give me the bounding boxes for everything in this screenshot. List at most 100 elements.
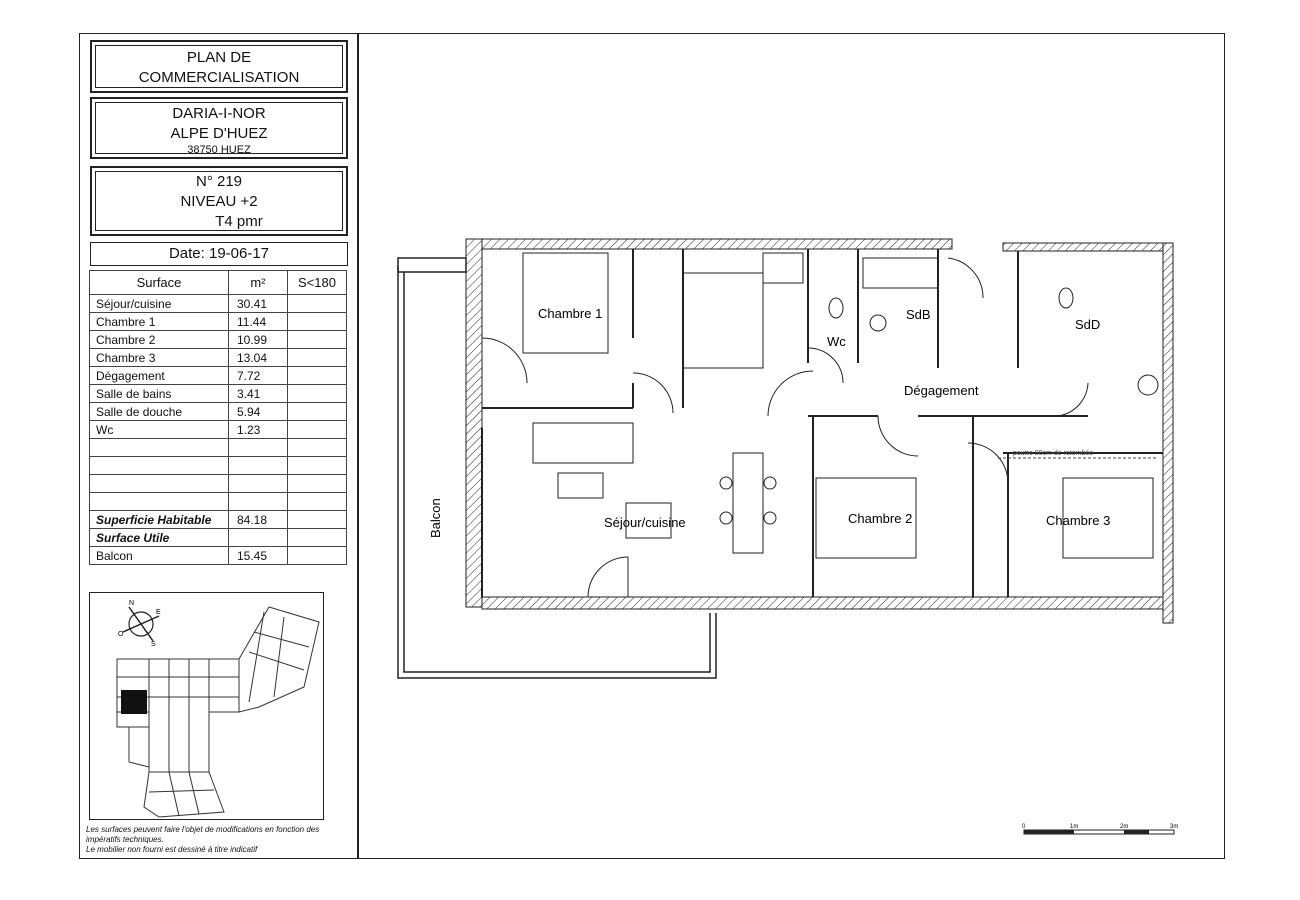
scale-t1: 1m bbox=[1070, 824, 1078, 830]
sofa bbox=[532, 422, 634, 464]
room-balcon: Balcon bbox=[428, 498, 443, 538]
wc-toilet bbox=[828, 297, 844, 319]
row-name: Chambre 1 bbox=[89, 312, 229, 331]
habitable-value: 84.18 bbox=[228, 510, 288, 529]
table-row-utile: Surface Utile bbox=[89, 528, 347, 547]
project-box: DARIA-I-NOR ALPE D'HUEZ 38750 HUEZ bbox=[90, 97, 348, 159]
table-row-empty bbox=[89, 438, 347, 457]
room-sdd: SdD bbox=[1075, 317, 1100, 332]
unit-type: T4 pmr bbox=[215, 213, 263, 230]
beam-note: poutre 90cm de retombée bbox=[1013, 450, 1093, 457]
dining-table bbox=[732, 452, 764, 554]
compass-o: O bbox=[118, 631, 124, 638]
floor-plan: poutre 90cm de retombée Chambre 1 Wc SdB… bbox=[397, 238, 1178, 835]
table-row-empty bbox=[89, 492, 347, 511]
footnote-line-1: Les surfaces peuvent faire l'objet de mo… bbox=[86, 825, 320, 834]
kitchen-counter bbox=[682, 272, 764, 369]
info-panel bbox=[79, 33, 358, 859]
footnote: Les surfaces peuvent faire l'objet de mo… bbox=[86, 825, 346, 855]
table-row-empty bbox=[89, 474, 347, 493]
building-outline bbox=[116, 606, 320, 818]
row-value: 7.72 bbox=[228, 366, 288, 385]
table-row-empty bbox=[89, 456, 347, 475]
header-unit: m² bbox=[228, 270, 288, 295]
compass-s: S bbox=[151, 641, 156, 648]
balcon-label: Balcon bbox=[89, 546, 229, 565]
header-surface: Surface bbox=[89, 270, 229, 295]
room-sejour: Séjour/cuisine bbox=[604, 515, 686, 530]
compass-icon: N E S O bbox=[118, 600, 161, 648]
scale-t3: 3m bbox=[1170, 824, 1178, 830]
title-line-1: PLAN DE bbox=[186, 49, 252, 66]
furniture bbox=[522, 252, 1159, 559]
bed-chambre-2 bbox=[815, 477, 917, 559]
row-name: Dégagement bbox=[89, 366, 229, 385]
row-value: 10.99 bbox=[228, 330, 288, 349]
row-name: Chambre 3 bbox=[89, 348, 229, 367]
scale-t2: 2m bbox=[1120, 824, 1128, 830]
room-chambre-1: Chambre 1 bbox=[538, 306, 602, 321]
date-label: Date: 19-06-17 bbox=[168, 245, 270, 262]
scale-bar: 0 1m 2m 3m bbox=[1022, 824, 1178, 835]
unit-level: NIVEAU +2 bbox=[180, 193, 258, 210]
row-empty bbox=[287, 366, 347, 385]
project-postal: 38750 HUEZ bbox=[187, 144, 251, 156]
unit-box: N° 219 NIVEAU +2 T4 pmr bbox=[90, 166, 348, 236]
row-empty bbox=[287, 348, 347, 367]
balcon-value: 15.45 bbox=[228, 546, 288, 565]
row-empty bbox=[287, 384, 347, 403]
row-name: Séjour/cuisine bbox=[89, 294, 229, 313]
footnote-line-2: impératifs techniques. bbox=[86, 835, 164, 844]
bathtub bbox=[862, 257, 939, 289]
row-value: 1.23 bbox=[228, 420, 288, 439]
row-empty bbox=[287, 420, 347, 439]
doors bbox=[481, 257, 1089, 598]
unit-highlight bbox=[121, 690, 147, 714]
unit-number: N° 219 bbox=[195, 173, 243, 190]
row-value: 11.44 bbox=[228, 312, 288, 331]
project-name: DARIA-I-NOR bbox=[172, 105, 266, 122]
row-value: 3.41 bbox=[228, 384, 288, 403]
bed-chambre-3 bbox=[1062, 477, 1154, 559]
header-s180: S<180 bbox=[287, 270, 347, 295]
exterior-walls bbox=[465, 238, 1174, 624]
row-empty bbox=[287, 294, 347, 313]
row-name: Wc bbox=[89, 420, 229, 439]
key-plan: N E S O bbox=[89, 592, 324, 820]
bed-chambre-1 bbox=[522, 252, 609, 354]
washbasin bbox=[869, 314, 887, 332]
row-value: 13.04 bbox=[228, 348, 288, 367]
coffee-table bbox=[557, 472, 604, 499]
utile-label: Surface Utile bbox=[89, 528, 229, 547]
row-name: Salle de bains bbox=[89, 384, 229, 403]
row-value: 30.41 bbox=[228, 294, 288, 313]
habitable-label: Superficie Habitable bbox=[89, 510, 229, 529]
footnote-line-3: Le mobilier non fourni est dessiné à tit… bbox=[86, 845, 258, 854]
date-box: Date: 19-06-17 bbox=[90, 242, 348, 266]
room-chambre-3: Chambre 3 bbox=[1046, 513, 1110, 528]
compass-e: E bbox=[156, 609, 161, 616]
project-location: ALPE D'HUEZ bbox=[170, 125, 268, 142]
row-value: 5.94 bbox=[228, 402, 288, 421]
table-header: Surface m² S<180 bbox=[89, 270, 347, 295]
room-wc: Wc bbox=[827, 334, 846, 349]
row-empty bbox=[287, 330, 347, 349]
plan-frame bbox=[358, 33, 1225, 859]
balcony bbox=[397, 257, 717, 679]
tv-unit bbox=[625, 502, 672, 539]
room-chambre-2: Chambre 2 bbox=[848, 511, 912, 526]
room-sdb: SdB bbox=[906, 307, 931, 322]
title-box: PLAN DE COMMERCIALISATION bbox=[90, 40, 348, 93]
row-empty bbox=[287, 312, 347, 331]
compass-n: N bbox=[129, 600, 134, 607]
